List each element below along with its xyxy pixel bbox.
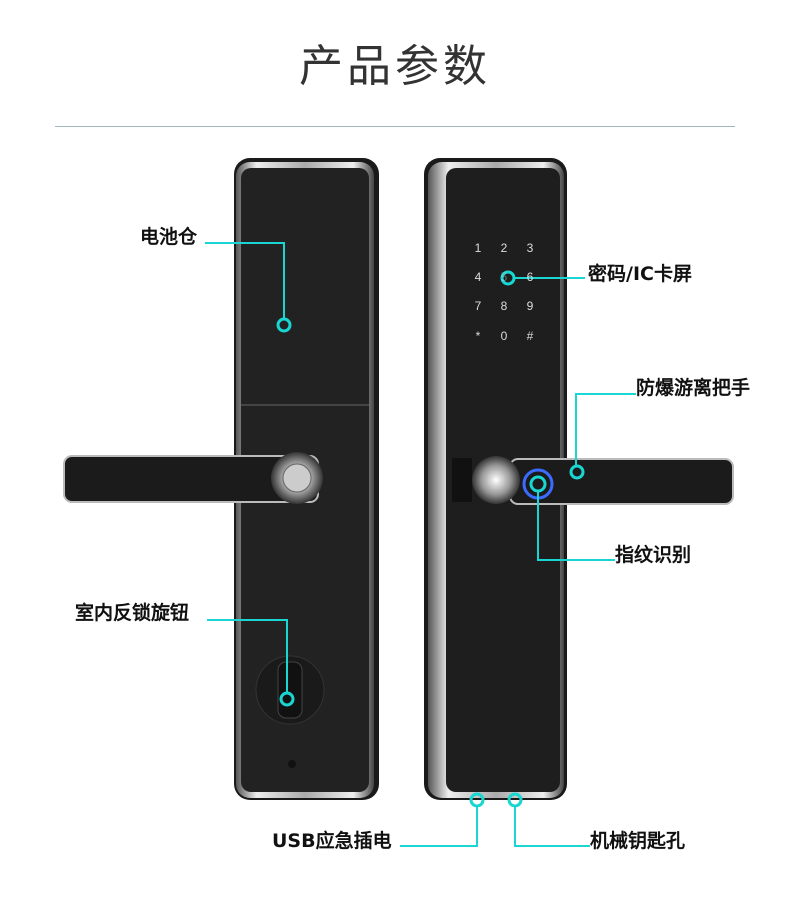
key: 0 <box>500 329 508 343</box>
callout-markers <box>276 270 585 808</box>
callout-screen: 密码/IC卡屏 <box>588 263 692 285</box>
callout-keyhole: 机械钥匙孔 <box>590 830 686 852</box>
key: 2 <box>500 241 508 255</box>
key: 1 <box>474 241 482 255</box>
page-title: 产品参数 <box>299 41 491 92</box>
callout-battery: 电池仓 <box>140 226 198 248</box>
callout-handle: 防爆游离把手 <box>636 377 751 399</box>
key: 9 <box>526 299 534 313</box>
key: # <box>526 329 534 343</box>
key: 7 <box>474 299 482 313</box>
key: 5 <box>500 270 508 284</box>
callout-knob: 室内反锁旋钮 <box>75 602 190 624</box>
key: * <box>475 329 481 343</box>
key: 6 <box>526 270 534 284</box>
callout-fingerprint: 指纹识别 <box>615 544 692 566</box>
callout-usb: USB应急插电 <box>272 830 392 852</box>
key: 8 <box>500 299 508 313</box>
callout-lines <box>205 242 636 847</box>
divider <box>55 126 735 127</box>
outdoor-lock-body <box>424 158 734 800</box>
indoor-lock-body <box>63 158 379 800</box>
key: 3 <box>526 241 534 255</box>
key: 4 <box>474 270 482 284</box>
